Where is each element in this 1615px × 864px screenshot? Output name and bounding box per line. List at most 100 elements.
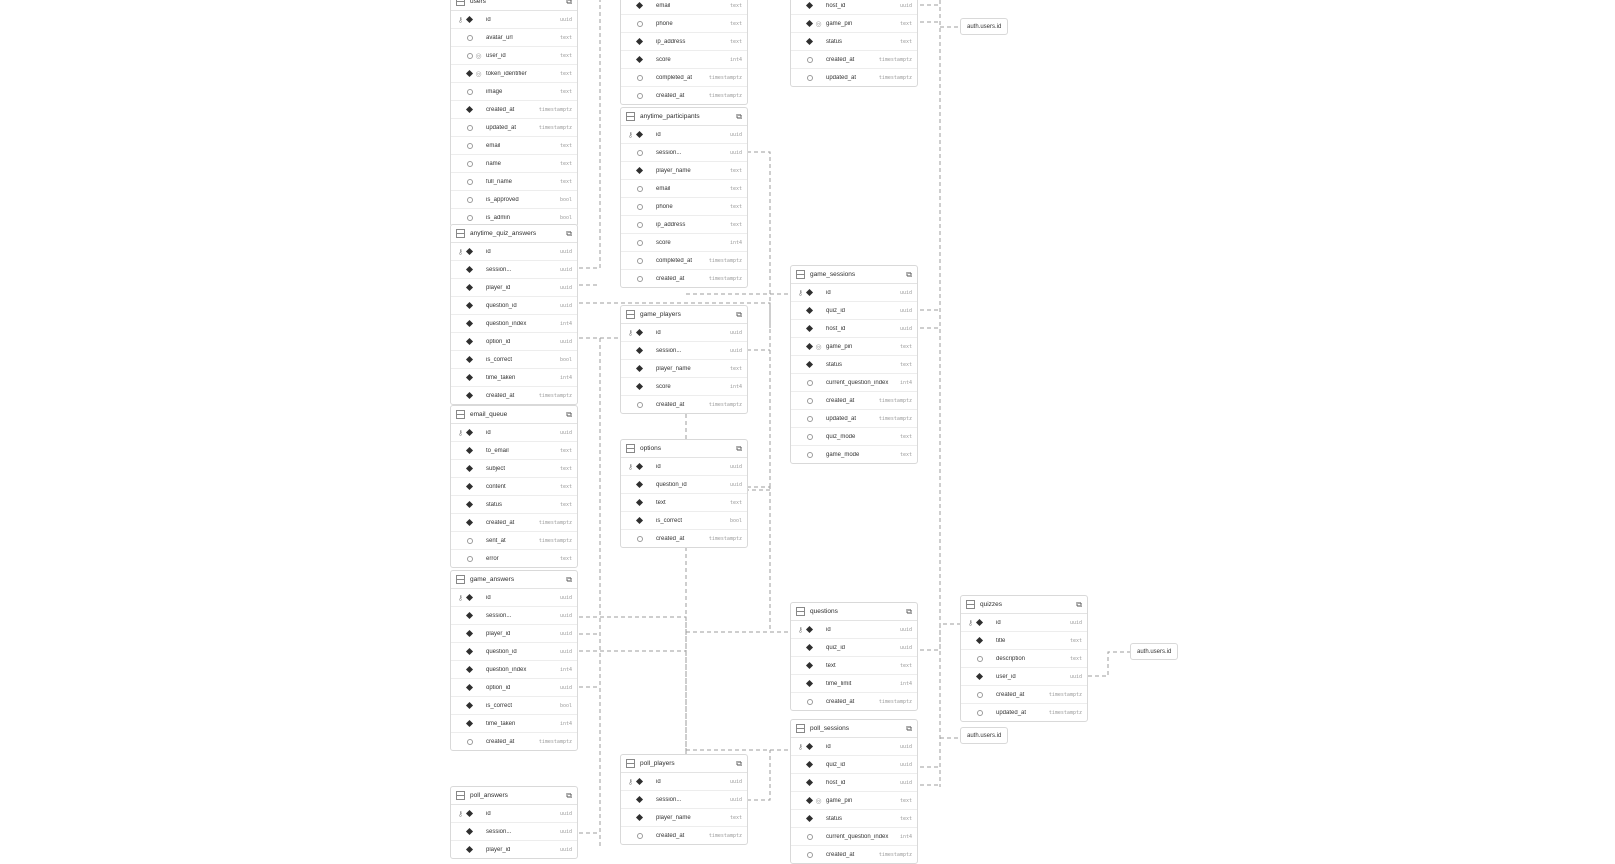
- table-header[interactable]: poll_answers⧉: [451, 787, 577, 805]
- external-ref-node[interactable]: auth.users.id: [960, 727, 1009, 744]
- table-header[interactable]: game_answers⧉: [451, 571, 577, 589]
- table-header[interactable]: game_players⧉: [621, 306, 747, 324]
- column-row[interactable]: session...uuid: [621, 144, 747, 162]
- open-table-icon[interactable]: ⧉: [1076, 599, 1082, 609]
- open-table-icon[interactable]: ⧉: [566, 574, 572, 584]
- table-header[interactable]: options⧉: [621, 440, 747, 458]
- open-table-icon[interactable]: ⧉: [566, 790, 572, 800]
- column-row[interactable]: session...uuid: [451, 823, 577, 841]
- table-header[interactable]: poll_sessions⧉: [791, 720, 917, 738]
- table-header[interactable]: email_queue⧉: [451, 406, 577, 424]
- column-row[interactable]: session...uuid: [621, 791, 747, 809]
- open-table-icon[interactable]: ⧉: [566, 0, 572, 6]
- open-table-icon[interactable]: ⧉: [906, 269, 912, 279]
- column-row[interactable]: session...uuid: [451, 607, 577, 625]
- table-header[interactable]: game_sessions⧉: [791, 266, 917, 284]
- open-table-icon[interactable]: ⧉: [906, 606, 912, 616]
- external-ref-node[interactable]: auth.users.id: [960, 18, 1009, 35]
- open-table-icon[interactable]: ⧉: [736, 309, 742, 319]
- table-header[interactable]: anytime_participants⧉: [621, 108, 747, 126]
- table-header[interactable]: questions⧉: [791, 603, 917, 621]
